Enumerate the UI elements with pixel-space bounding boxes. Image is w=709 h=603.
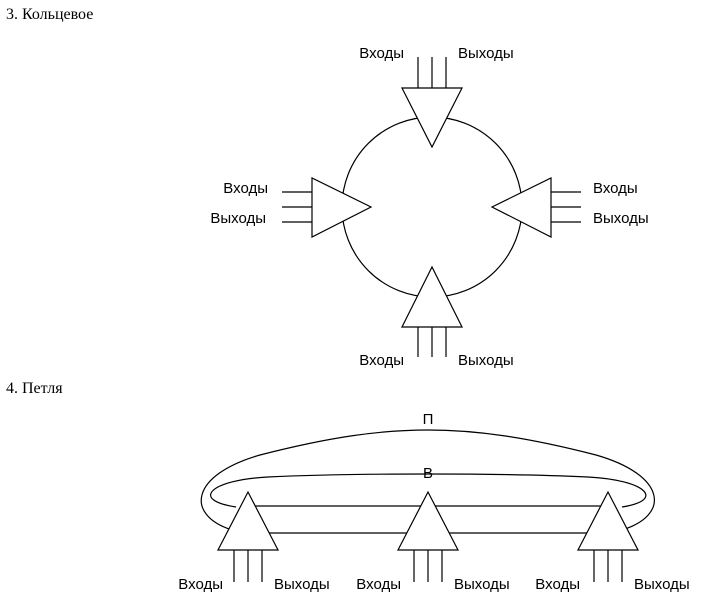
ring-node-top-triangle [401,87,463,149]
loop-inner-label: В [423,465,433,482]
loop-node-3-outputs-label: Выходы [634,576,690,593]
loop-node-3: Входы Выходы [535,490,690,593]
loop-node-1: Входы Выходы [178,490,330,593]
ring-node-bottom-triangle [401,265,463,328]
ring-heading: 3. Кольцевое [6,6,94,23]
loop-node-1-outputs-label: Выходы [274,576,330,593]
ring-node-left: Входы Выходы [210,177,373,238]
loop-node-2: Входы Выходы [356,490,510,593]
loop-node-3-inputs-label: Входы [535,576,580,593]
ring-node-left-triangle [311,177,373,238]
loop-outer-label: П [423,411,434,428]
ring-left-inputs-label: Входы [223,180,268,197]
ring-node-right: Входы Выходы [490,177,649,238]
ring-bottom-outputs-label: Выходы [458,352,514,369]
loop-node-2-triangle [397,490,459,551]
loop-inner-path [210,473,647,508]
loop-outer-path [200,429,655,531]
ring-top-inputs-label: Входы [359,45,404,62]
ring-bottom-inputs-label: Входы [359,352,404,369]
ring-right-outputs-label: Выходы [593,210,649,227]
loop-node-3-triangle [577,490,639,551]
ring-top-outputs-label: Выходы [458,45,514,62]
loop-node-2-outputs-label: Выходы [454,576,510,593]
loop-node-1-inputs-label: Входы [178,576,223,593]
loop-heading: 4. Петля [6,380,63,397]
ring-left-outputs-label: Выходы [210,210,266,227]
ring-node-top: Входы Выходы [359,45,514,149]
ring-right-inputs-label: Входы [593,180,638,197]
ring-node-right-triangle [490,177,552,238]
loop-node-2-inputs-label: Входы [356,576,401,593]
loop-node-1-triangle [217,490,279,551]
ring-node-bottom: Входы Выходы [359,265,514,369]
